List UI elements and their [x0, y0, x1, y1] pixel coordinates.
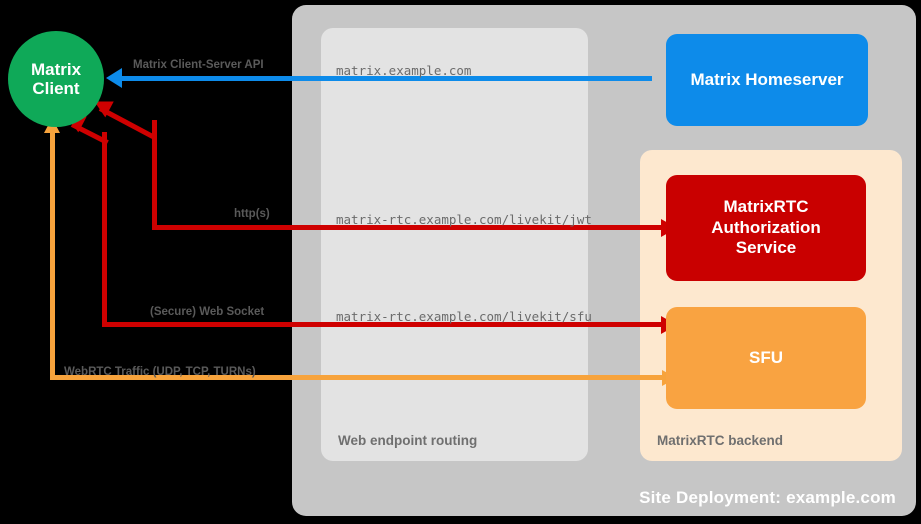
node-matrix-client[interactable]: Matrix Client	[8, 31, 104, 127]
https-label: http(s)	[234, 208, 270, 220]
auth-service-line3: Service	[735, 238, 797, 258]
https-line-horizontal	[152, 225, 667, 230]
https-line-vertical	[152, 120, 157, 230]
auth-service-line2: Authorization	[711, 217, 821, 237]
matrix-client-line2: Client	[32, 79, 80, 98]
node-matrix-homeserver[interactable]: Matrix Homeserver	[666, 34, 868, 126]
websocket-label: (Secure) Web Socket	[150, 306, 265, 318]
cs-api-arrowhead-icon	[106, 68, 122, 88]
node-sfu[interactable]: SFU	[666, 307, 866, 409]
webrtc-line-vertical	[50, 131, 55, 379]
matrix-homeserver-label: Matrix Homeserver	[690, 69, 844, 89]
websocket-line-horizontal	[102, 322, 667, 327]
cs-api-label: Matrix Client-Server API	[133, 59, 264, 71]
matrix-client-line1: Matrix	[30, 59, 82, 79]
endpoint-jwt-label: matrix-rtc.example.com/livekit/jwt	[336, 212, 592, 227]
websocket-line-vertical	[102, 132, 107, 327]
webrtc-line-horizontal	[50, 375, 667, 380]
endpoint-sfu-label: matrix-rtc.example.com/livekit/sfu	[336, 309, 592, 324]
webrtc-label: WebRTC Traffic (UDP, TCP, TURNs)	[64, 366, 256, 378]
sfu-label: SFU	[749, 347, 783, 367]
endpoint-matrix-label: matrix.example.com	[336, 63, 472, 78]
site-deployment-label: Site Deployment: example.com	[639, 488, 896, 507]
matrixrtc-backend-label: MatrixRTC backend	[657, 433, 784, 448]
web-endpoint-routing-label: Web endpoint routing	[338, 433, 478, 448]
web-endpoint-routing-container: Web endpoint routing	[321, 28, 588, 461]
node-matrixrtc-authorization-service[interactable]: MatrixRTC Authorization Service	[666, 175, 866, 281]
cs-api-line	[122, 76, 652, 81]
auth-service-line1: MatrixRTC	[723, 196, 809, 216]
